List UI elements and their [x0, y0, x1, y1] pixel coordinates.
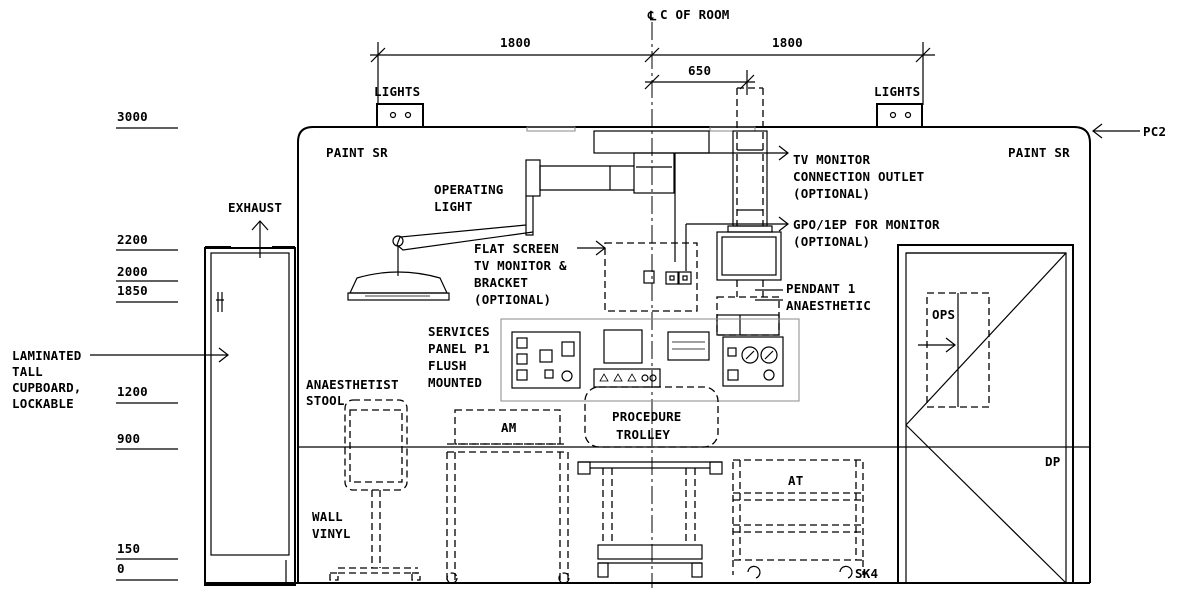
dimension-1800-left: 1800 1800 — [370, 35, 935, 105]
svg-text:FLUSH: FLUSH — [428, 358, 467, 373]
svg-text:PANEL P1: PANEL P1 — [428, 341, 490, 356]
pendant-label-2: ANAESTHETIC — [786, 298, 871, 313]
dimension-label-left: 1800 — [500, 35, 531, 50]
gpo-callout: GPO/1EP FOR MONITOR (OPTIONAL) — [685, 216, 940, 271]
level-1850: 1850 — [117, 283, 148, 298]
pendant-label-1: PENDANT 1 — [786, 281, 856, 296]
centreline-marker: ℄ C OF ROOM — [647, 7, 730, 588]
level-2200: 2200 — [117, 232, 148, 247]
level-3000: 3000 — [117, 109, 148, 124]
pc2-label: PC2 — [1143, 124, 1166, 139]
dimension-label-right: 1800 — [772, 35, 803, 50]
dimension-650: 650 — [644, 63, 755, 95]
svg-text:LAMINATED: LAMINATED — [12, 348, 82, 363]
svg-text:PROCEDURE: PROCEDURE — [612, 409, 682, 424]
svg-text:ANAESTHETIST: ANAESTHETIST — [306, 377, 399, 392]
ceiling-light-right: LIGHTS — [874, 84, 923, 127]
centreline-symbol: ℄ — [647, 8, 657, 23]
centreline-label: C OF ROOM — [660, 7, 730, 22]
svg-text:TROLLEY: TROLLEY — [616, 427, 670, 442]
ceiling-mount — [593, 130, 710, 194]
level-1200: 1200 — [117, 384, 148, 399]
anaesthetic-pendant: PENDANT 1 ANAESTHETIC — [716, 87, 871, 336]
paint-right-label: PAINT SR — [1008, 145, 1070, 160]
ops-label: OPS — [932, 307, 955, 322]
ceiling-light-left: LIGHTS — [374, 84, 424, 127]
am-label: AM — [501, 420, 516, 435]
sk4-label: SK4 — [855, 566, 878, 581]
door: OPS DP — [897, 244, 1074, 584]
procedure-trolley: PROCEDURE TROLLEY — [577, 386, 723, 578]
svg-text:(OPTIONAL): (OPTIONAL) — [793, 234, 870, 249]
svg-text:GPO/1EP FOR MONITOR: GPO/1EP FOR MONITOR — [793, 217, 940, 232]
paint-left-label: PAINT SR — [326, 145, 388, 160]
svg-text:TV MONITOR: TV MONITOR — [793, 152, 871, 167]
tall-cupboard: EXHAUST — [90, 200, 296, 586]
level-marks: 3000 2200 2000 1850 1200 900 150 0 — [116, 109, 178, 581]
services-panel: SERVICES PANEL P1 FLUSH MOUNTED — [428, 318, 800, 402]
svg-text:MOUNTED: MOUNTED — [428, 375, 482, 390]
anaesthetist-stool: ANAESTHETIST STOOL WALL VINYL — [306, 377, 421, 581]
wall-vinyl-label-2: VINYL — [312, 526, 351, 541]
svg-text:BRACKET: BRACKET — [474, 275, 528, 290]
wall-vinyl-label-1: WALL — [312, 509, 343, 524]
svg-text:SERVICES: SERVICES — [428, 324, 490, 339]
flat-screen-monitor: FLAT SCREEN TV MONITOR & BRACKET (OPTION… — [474, 240, 698, 312]
level-150: 150 — [117, 541, 140, 556]
am-trolley: AM — [446, 409, 570, 584]
cupboard-label: LAMINATED TALL CUPBOARD, LOCKABLE — [12, 348, 82, 411]
level-2000: 2000 — [117, 264, 148, 279]
lights-right-label: LIGHTS — [874, 84, 920, 99]
svg-text:CUPBOARD,: CUPBOARD, — [12, 380, 82, 395]
svg-text:(OPTIONAL): (OPTIONAL) — [793, 186, 870, 201]
svg-text:STOOL: STOOL — [306, 393, 345, 408]
operating-light-label-2: LIGHT — [434, 199, 473, 214]
svg-text:TALL: TALL — [12, 364, 43, 379]
at-cabinet: AT SK4 — [732, 459, 878, 581]
svg-text:(OPTIONAL): (OPTIONAL) — [474, 292, 551, 307]
svg-text:FLAT SCREEN: FLAT SCREEN — [474, 241, 559, 256]
svg-text:LOCKABLE: LOCKABLE — [12, 396, 74, 411]
operating-light-label-1: OPERATING — [434, 182, 504, 197]
dp-label: DP — [1045, 454, 1060, 469]
dimension-label-650: 650 — [688, 63, 711, 78]
svg-text:TV MONITOR &: TV MONITOR & — [474, 258, 567, 273]
at-label: AT — [788, 473, 803, 488]
tv-outlet-callout: TV MONITOR CONNECTION OUTLET (OPTIONAL) — [674, 145, 924, 262]
level-0: 0 — [117, 561, 125, 576]
svg-text:CONNECTION OUTLET: CONNECTION OUTLET — [793, 169, 924, 184]
exhaust-label: EXHAUST — [228, 200, 282, 215]
level-900: 900 — [117, 431, 140, 446]
operating-light: OPERATING LIGHT — [347, 159, 634, 301]
pc2-callout: PC2 — [1092, 123, 1166, 139]
lights-left-label: LIGHTS — [374, 84, 420, 99]
